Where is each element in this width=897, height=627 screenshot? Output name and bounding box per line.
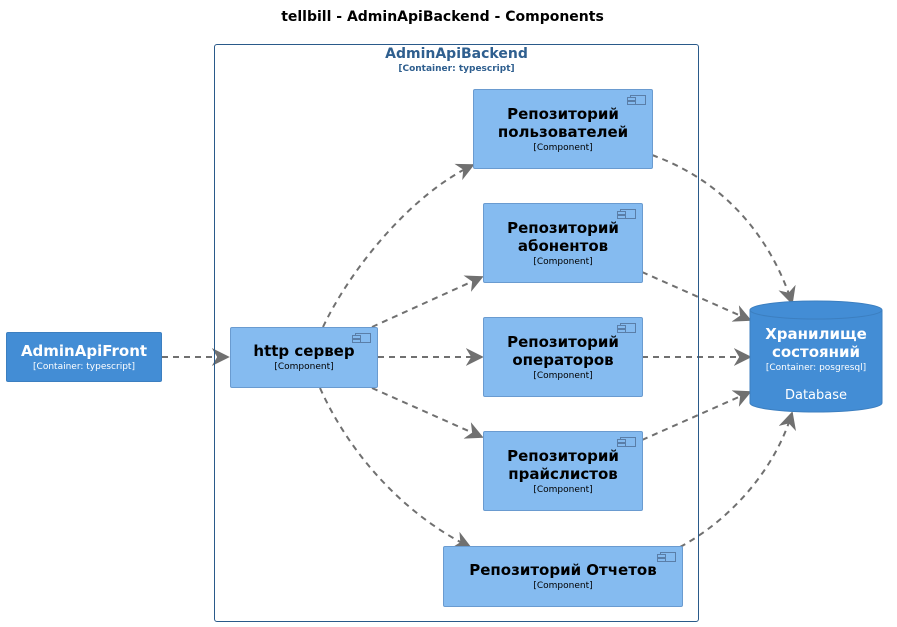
component-icon [617,437,636,447]
node-name-line2: прайслистов [508,464,618,483]
node-type: [Container: posgresql] [765,363,867,373]
node-repo-pricelists[interactable]: Репозиторий прайслистов [Component] [483,431,643,511]
edge-price-db [641,390,752,441]
node-repo-subscribers[interactable]: Репозиторий абонентов [Component] [483,203,643,283]
node-type: [Container: typescript] [33,361,135,372]
edge-users-db [651,154,796,305]
node-name-line2: состояний [771,343,861,361]
edge-http-users [322,163,475,328]
container-boundary: AdminApiBackend [Container: typescript] [214,44,699,622]
node-database[interactable]: Хранилище состояний [Container: posgresq… [750,325,882,403]
node-type: [Component] [274,362,334,372]
node-repo-reports[interactable]: Репозиторий Отчетов [Component] [443,546,683,607]
boundary-type: [Container: typescript] [398,64,515,74]
node-name-line2: пользователей [497,122,629,141]
node-name-line1: Репозиторий [507,446,619,465]
node-type: [Component] [533,370,593,381]
component-icon [352,333,371,343]
node-name-line1: Репозиторий [507,104,619,123]
node-kind: Database [784,388,848,403]
database-cylinder [749,300,883,413]
component-icon [627,95,646,105]
node-name: AdminApiFront [20,341,148,360]
node-type: [Component] [533,256,593,267]
edge-http-price [371,387,484,439]
node-name: Репозиторий Отчетов [469,561,657,579]
node-type: [Component] [533,142,593,153]
edge-http-reports [319,387,472,548]
component-icon [617,323,636,333]
node-admin-api-front[interactable]: AdminApiFront [Container: typescript] [6,332,162,382]
node-name-line2: абонентов [517,236,609,255]
node-repo-users[interactable]: Репозиторий пользователей [Component] [473,89,653,169]
node-name: http сервер [253,342,355,360]
node-type: [Component] [533,581,593,591]
component-icon [657,552,676,562]
component-icon [617,209,636,219]
diagram-title: tellbill - AdminApiBackend - Components [281,9,604,25]
node-name-line2: операторов [512,350,614,369]
edge-reports-db [679,411,796,548]
boundary-title: AdminApiBackend [385,46,528,62]
node-repo-operators[interactable]: Репозиторий операторов [Component] [483,317,643,397]
edge-http-subs [371,275,484,328]
edge-subs-db [641,271,752,322]
node-type: [Component] [533,484,593,495]
node-name-line1: Репозиторий [507,332,619,351]
node-name-line1: Репозиторий [507,218,619,237]
node-name-line1: Хранилище [765,325,867,343]
node-http-server[interactable]: http сервер [Component] [230,327,378,388]
